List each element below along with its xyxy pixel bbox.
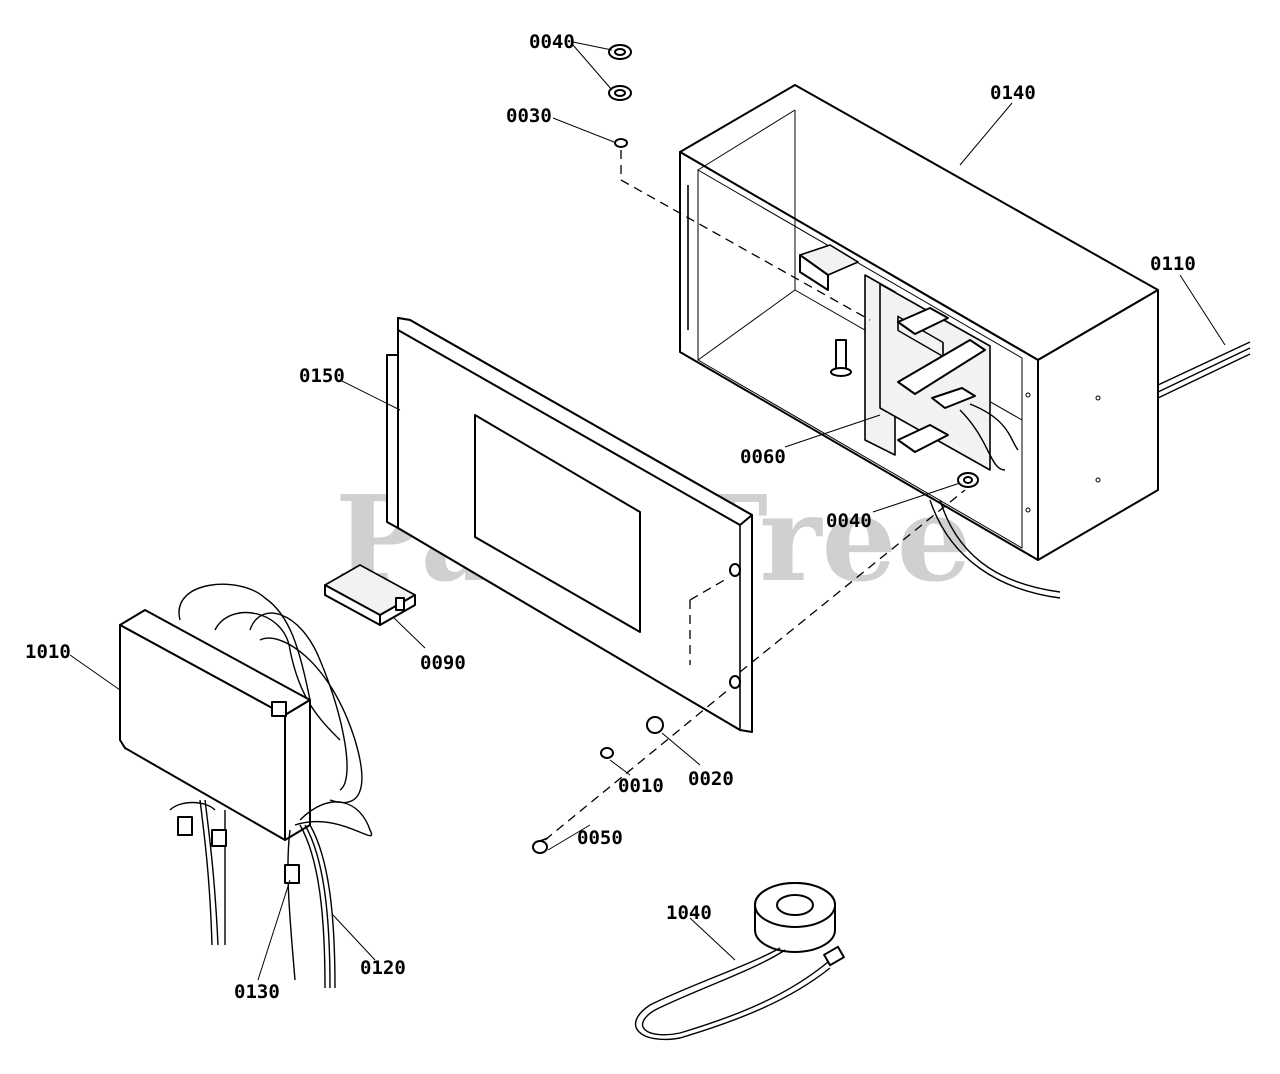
callout-0140: 0140	[990, 82, 1036, 104]
box-wire-b	[939, 499, 1061, 593]
nut-0040-mid[interactable]	[957, 472, 979, 488]
callout-0120: 0120	[360, 957, 406, 979]
screw-0050[interactable]	[532, 837, 549, 854]
callout-0050: 0050	[577, 827, 623, 849]
current-sensor[interactable]	[634, 882, 845, 1041]
circuit-board[interactable]	[324, 564, 416, 626]
assembly-line-e	[544, 689, 729, 841]
callout-1010: 1010	[25, 641, 71, 663]
callout-0060: 0060	[740, 446, 786, 468]
enclosure-box[interactable]	[679, 84, 1159, 561]
callout-0030: 0030	[506, 105, 552, 127]
washer-0010[interactable]	[600, 747, 614, 759]
front-panel[interactable]	[386, 317, 753, 733]
callout-1040: 1040	[666, 902, 712, 924]
callout-0020: 0020	[688, 768, 734, 790]
callout-0130: 0130	[234, 981, 280, 1003]
callout-0150: 0150	[299, 365, 345, 387]
controller-module[interactable]	[119, 583, 373, 989]
assembly-line-b	[689, 577, 729, 601]
box-wire-a	[929, 499, 1061, 599]
washer-0030[interactable]	[614, 138, 628, 148]
cable-0110[interactable]	[1157, 341, 1251, 399]
callout-0040-top: 0040	[529, 31, 575, 53]
nut-0040-top[interactable]	[608, 44, 632, 101]
leader-lines	[69, 41, 1226, 981]
washer-0020[interactable]	[646, 716, 664, 734]
assembly-line-d	[739, 489, 966, 673]
callout-0010: 0010	[618, 775, 664, 797]
callout-0090: 0090	[420, 652, 466, 674]
callout-0040-mid: 0040	[826, 510, 872, 532]
callout-0110: 0110	[1150, 253, 1196, 275]
assembly-line-a	[620, 150, 871, 321]
